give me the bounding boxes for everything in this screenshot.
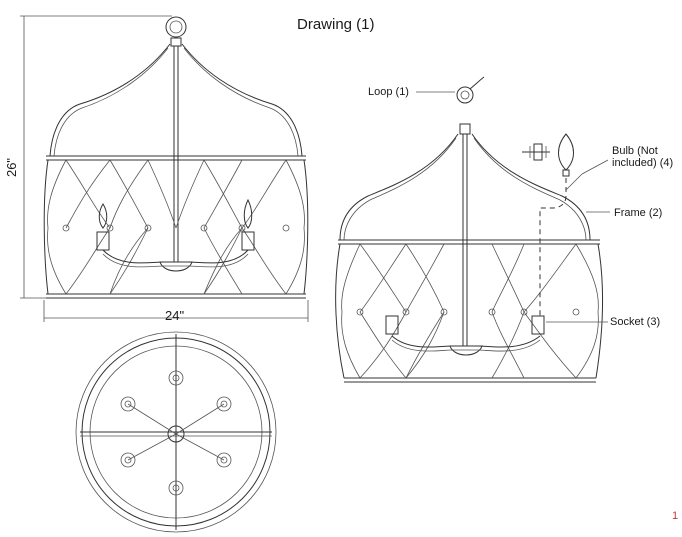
width-dimension: 24"	[165, 308, 185, 323]
label-socket: Socket (3)	[610, 316, 661, 328]
label-loop: Loop (1)	[368, 86, 409, 98]
socket-part	[531, 315, 545, 335]
label-bulb: Bulb (Not included) (4)	[612, 145, 674, 169]
front-loop	[165, 16, 187, 38]
drawing-title: Drawing (1)	[297, 16, 375, 33]
loop-part	[456, 86, 474, 104]
front-view	[43, 16, 309, 299]
dimension-lines	[20, 15, 309, 322]
bracket-icon	[522, 143, 550, 161]
height-dimension: 26"	[4, 157, 20, 178]
label-frame: Frame (2)	[614, 207, 663, 219]
bulb-part	[558, 133, 574, 171]
left-socket	[385, 315, 399, 335]
parts-view	[335, 76, 603, 383]
top-view	[75, 331, 277, 533]
leader-lines	[416, 91, 610, 323]
page-number: 1	[672, 510, 679, 522]
